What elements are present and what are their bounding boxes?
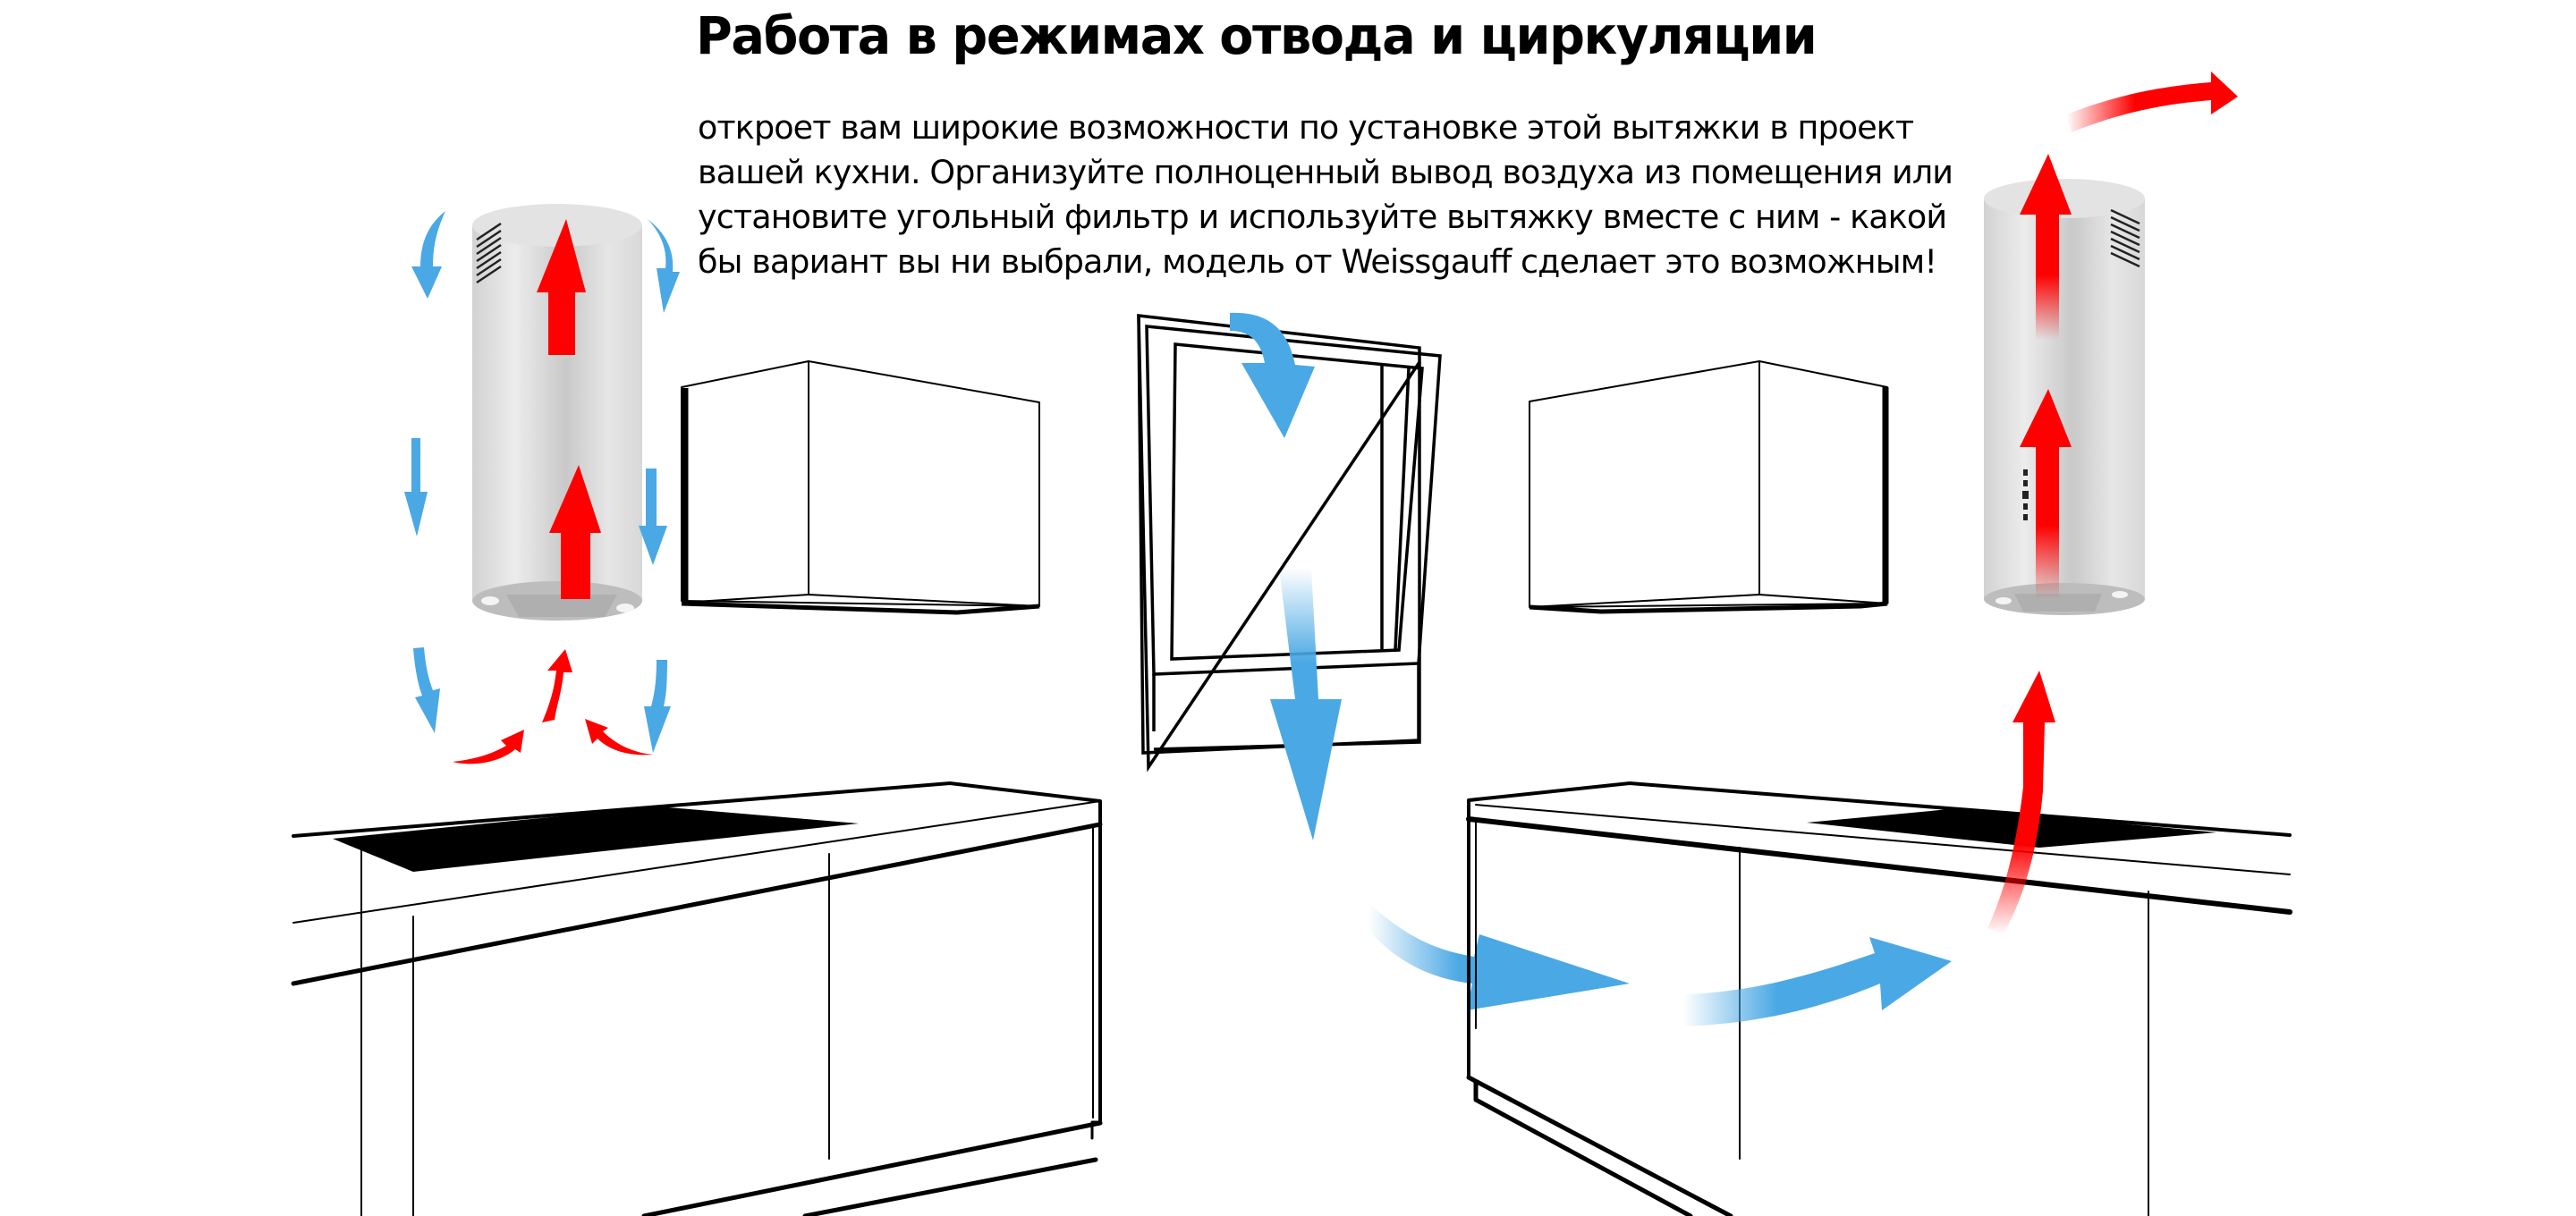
curved-down-arrow-icon (1230, 312, 1315, 438)
description-line: откроет вам широкие возможности по устан… (698, 108, 1914, 147)
description-paragraph: откроет вам широкие возможности по устан… (698, 106, 1986, 284)
curved-up-arrow-icon (585, 719, 653, 756)
cooktop-left (333, 806, 859, 872)
up-arrow-icon (537, 219, 586, 355)
curved-up-arrow-icon (1987, 671, 2055, 934)
right-cylinder-hood (1984, 179, 2145, 615)
down-arrow-icon (639, 469, 667, 565)
hood-vent-grille (2110, 208, 2140, 268)
up-arrow-icon (2020, 154, 2072, 340)
curved-down-arrow-icon (413, 647, 440, 733)
right-kitchen-counter (1466, 781, 2292, 1216)
hood-control-panel (2022, 469, 2029, 520)
curved-right-arrow-icon (1683, 937, 1952, 1026)
description-line: установите угольный фильтр и используйте… (698, 198, 1947, 236)
open-window (1137, 314, 1442, 773)
curved-up-arrow-icon (542, 649, 572, 722)
left-wall-cabinet (681, 360, 1040, 615)
curved-down-arrow-icon (411, 211, 445, 299)
cooktop-right (1807, 808, 2216, 848)
up-arrow-icon (549, 465, 601, 599)
up-arrow-icon (2020, 389, 2072, 599)
left-kitchen-counter (291, 781, 1103, 1216)
description-line: бы вариант вы ни выбрали, модель от Weis… (698, 242, 1937, 281)
fresh-air-arrows-left (404, 211, 680, 753)
curved-right-arrow-icon (2066, 72, 2238, 132)
description-line: вашей кухни. Организуйте полноценный выв… (698, 153, 1953, 191)
curved-down-arrow-icon (648, 219, 680, 313)
right-arrow-icon (1368, 903, 1630, 1010)
page-title: Работа в режимах отвода и циркуляции (696, 5, 1818, 66)
hot-air-arrows-right (1987, 72, 2238, 934)
right-wall-cabinet (1529, 360, 1889, 614)
hot-air-arrows-left (453, 219, 653, 764)
curved-up-arrow-icon (453, 730, 524, 764)
fresh-air-arrows-window (1230, 312, 1630, 1010)
down-arrow-icon (1270, 568, 1342, 840)
fresh-air-arrow-right (1683, 937, 1952, 1026)
hood-vent-grille (476, 222, 502, 284)
curved-down-arrow-icon (644, 660, 671, 753)
down-arrow-icon (404, 438, 428, 536)
